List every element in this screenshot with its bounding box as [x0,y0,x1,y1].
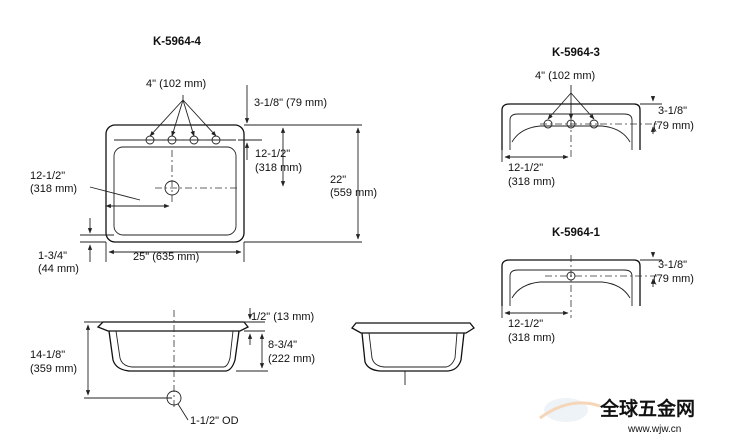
bowl-depth-in: 8-3/4" [268,339,297,351]
sink-bowl-outline [113,146,237,236]
k3-drain-in: 12-1/2" [508,162,543,174]
drain-to-back-in: 12-1/2" [255,148,290,160]
drain-od-label: 1-1/2" OD [190,415,239,427]
k3-faucet-spacing: 4" (102 mm) [535,70,595,82]
bowl-depth-mm: (222 mm) [268,353,315,365]
watermark-brand: 全球五金网 [599,397,695,420]
rim-mm: (44 mm) [38,263,79,275]
k3-offset-mm: (79 mm) [653,120,694,132]
k1-drain-in: 12-1/2" [508,318,543,330]
k3-offset-in: 3-1/8" [658,105,687,117]
side-rim-outline [351,322,475,334]
section-rim-outline [96,321,250,332]
view-k5964-3: K-5964-3 4" (102 mm) 3-1/8" (79 mm) 12-1… [501,47,694,188]
model-title-k5964-3: K-5964-3 [552,47,600,59]
rim-in: 1-3/4" [38,250,67,262]
drain-to-back-mm: (318 mm) [255,162,302,174]
watermark-url: www.wjw.cn [627,424,681,435]
k1-drain-mm: (318 mm) [508,332,555,344]
drain-to-left-mm: (318 mm) [30,183,77,195]
width-label: 25" (635 mm) [133,251,199,263]
k1-offset-mm: (79 mm) [653,273,694,285]
depth-mm: (559 mm) [330,187,377,199]
drain-to-left-in: 12-1/2" [30,170,65,182]
side-bowl-inner [368,332,458,368]
model-title-k5964-4: K-5964-4 [153,36,202,48]
faucet-spacing-label: 4" (102 mm) [146,78,206,90]
depth-in: 22" [330,174,346,186]
section-bowl-outline [108,330,240,372]
k1-offset-in: 3-1/8" [658,259,687,271]
swoosh-icon [539,401,601,420]
k3-deck-outline [501,103,641,150]
k3-drain-mm: (318 mm) [508,176,555,188]
watermark: 全球五金网 www.wjw.cn [539,397,695,435]
top-view-k5964-4: K-5964-4 4" (102 mm) 3-1/8" (79 mm) 12-1… [30,36,377,275]
section-bowl-inner [115,330,234,368]
k3-deck-inner [509,113,633,150]
overall-depth-mm: (359 mm) [30,363,77,375]
rim-thickness-label: 1/2" (13 mm) [251,311,314,323]
view-k5964-1: K-5964-1 3-1/8" (79 mm) 12-1/2" (318 mm) [501,227,694,344]
section-view-front: 1/2" (13 mm) 8-3/4" (222 mm) 14-1/8" (35… [30,308,315,427]
section-view-side [351,322,475,385]
model-title-k5964-1: K-5964-1 [552,227,601,239]
k1-deck-outline [501,259,641,306]
back-offset-label: 3-1/8" (79 mm) [254,97,327,109]
overall-depth-in: 14-1/8" [30,349,65,361]
side-bowl-outline [361,332,465,372]
